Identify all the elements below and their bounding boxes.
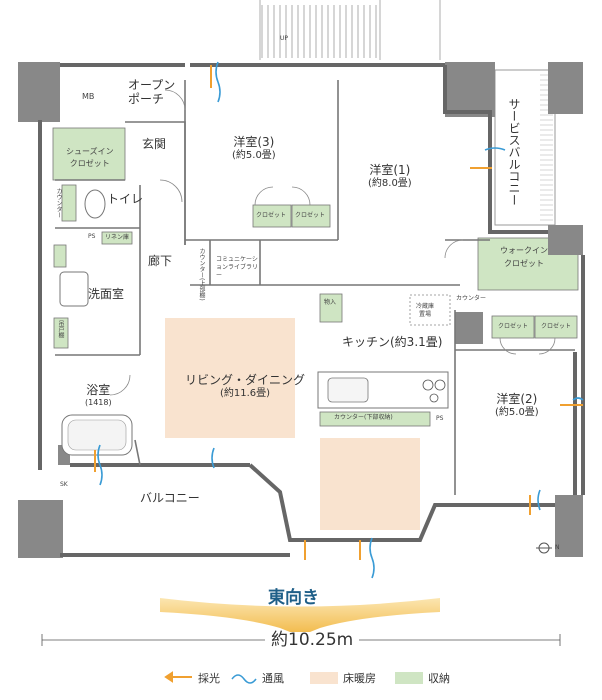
closet-bed2-b-label: クロゼット	[541, 323, 572, 330]
interior-walls	[55, 80, 575, 495]
storage-closet-bed3-a	[252, 204, 292, 228]
floor-heating-ldk	[165, 318, 295, 438]
north-label: N	[555, 544, 560, 551]
room-bath-size: (1418)	[85, 398, 112, 407]
storage-kamidana	[53, 317, 69, 349]
legend-wind-icon	[231, 674, 257, 684]
room-ldk-size: (約11.6畳)	[219, 388, 271, 399]
open-porch-line2: ポーチ	[128, 92, 165, 107]
counter-toilet-label: カウンター	[55, 188, 62, 218]
room-ldk-name: リビング・ダイニング	[185, 373, 306, 387]
door-swings	[109, 89, 556, 396]
storage-closet-bed3-b	[291, 204, 331, 228]
legend-storage: 収納	[395, 670, 450, 686]
room-bed3-label: 洋室(3) (約5.0畳)	[232, 136, 276, 161]
toilet-bowl	[84, 189, 106, 219]
storage-shoes	[52, 127, 126, 181]
room-kitchen-label: キッチン(約3.1畳)	[342, 335, 443, 349]
legend: 採光 通風 床暖房 収納	[0, 670, 602, 690]
room-washroom-label: 洗面室	[88, 287, 125, 301]
fridge-label: 冷蔵庫 置場	[416, 303, 434, 320]
wic-line2: クロゼット	[504, 258, 544, 268]
legend-floor-heating-label: 床暖房	[343, 672, 376, 685]
room-entrance-label: 玄関	[142, 137, 167, 151]
ps-wash-label: PS	[88, 233, 96, 240]
floor-heating-dining	[320, 438, 420, 530]
legend-floor-heating: 床暖房	[310, 670, 376, 686]
room-bed1-size: (約8.0畳)	[368, 178, 412, 189]
kitchen-sink	[327, 377, 369, 403]
sk-label: SK	[60, 481, 68, 488]
legend-storage-label: 収納	[428, 672, 450, 685]
service-balcony-hatch	[540, 74, 553, 221]
storage-monoire-label: 物入	[324, 299, 337, 306]
room-bed3-size: (約5.0畳)	[232, 150, 276, 161]
legend-wind-label: 通風	[262, 672, 284, 685]
wic-line1: ウォークイン	[500, 246, 548, 255]
legend-wind: 通風	[262, 670, 284, 686]
legend-storage-swatch	[395, 672, 423, 684]
comm-library-label: コミュニケーションライブラリー	[216, 256, 259, 279]
ps-kitchen-label: PS	[436, 415, 444, 422]
legend-light-icon	[164, 671, 192, 683]
storage-closet-bed2-b	[534, 315, 578, 339]
room-bed1-label: 洋室(1) (約8.0畳)	[368, 164, 412, 189]
structural-columns	[18, 62, 583, 558]
north-arrow-icon	[536, 542, 552, 554]
storage-monoire	[319, 293, 343, 323]
storage-closet-toilet	[61, 184, 77, 222]
legend-light-label: 採光	[198, 672, 220, 685]
cooktop-icon	[422, 379, 446, 403]
outer-walls	[38, 63, 585, 557]
closet-bed2-a-label: クロゼット	[498, 323, 529, 330]
orientation-arrow	[160, 598, 440, 636]
storage-wash	[53, 244, 67, 268]
light-arrows	[94, 65, 583, 560]
fridge-line2: 置場	[419, 311, 432, 319]
room-bed2-name: 洋室(2)	[496, 392, 538, 406]
legend-light: 採光	[198, 670, 220, 686]
service-balcony-outline	[494, 69, 556, 226]
exterior-stairs	[259, 0, 441, 60]
shoes-closet-label: シューズイン クロゼット	[66, 146, 114, 170]
bathtub-inner	[67, 419, 127, 451]
linen-label: リネン庫	[105, 234, 130, 241]
open-porch-label: オープン ポーチ	[128, 78, 175, 107]
wic-label: ウォークイン クロゼット	[500, 245, 548, 271]
closet-bed3-a-label: クロゼット	[256, 212, 287, 219]
legend-floor-heating-swatch	[310, 672, 338, 684]
room-toilet-label: トイレ	[107, 192, 144, 206]
counter-lower-label: カウンター(下部収納)	[334, 414, 393, 421]
ventilation-arrows	[97, 61, 584, 579]
room-ldk-label: リビング・ダイニング (約11.6畳)	[185, 374, 305, 399]
shoes-closet-line1: シューズイン	[66, 147, 114, 156]
room-bath-label: 浴室 (1418)	[85, 384, 112, 407]
storage-closet-bed2-a	[491, 315, 535, 339]
counter-upper-label: カウンター(上部棚)	[198, 248, 205, 301]
shoes-closet-line2: クロゼット	[69, 159, 110, 168]
storage-counter-lower	[319, 411, 431, 427]
up-label: UP	[280, 35, 289, 42]
room-hallway-label: 廊下	[148, 254, 173, 268]
width-label: 約10.25m	[265, 632, 360, 649]
storage-linen	[101, 231, 133, 245]
room-bed2-label: 洋室(2) (約5.0畳)	[495, 393, 539, 418]
orientation-label: 東向き	[268, 588, 319, 608]
open-porch-line1: オープン	[128, 78, 176, 92]
room-bath-name: 浴室	[86, 383, 111, 397]
washbasin	[59, 271, 89, 307]
room-bed1-name: 洋室(1)	[369, 163, 411, 177]
room-service-balcony-label: サービスバルコニー	[507, 98, 521, 206]
fridge-area	[409, 294, 451, 326]
room-balcony-label: バルコニー	[140, 491, 200, 505]
mb-label: MB	[82, 92, 95, 101]
room-bed3-name: 洋室(3)	[233, 135, 275, 149]
kamidana-label: 吊戸棚	[57, 320, 64, 338]
closet-bed3-b-label: クロゼット	[295, 212, 326, 219]
room-bed2-size: (約5.0畳)	[495, 407, 539, 418]
counter-label: カウンター	[456, 295, 487, 302]
fridge-line1: 冷蔵庫	[416, 303, 435, 310]
